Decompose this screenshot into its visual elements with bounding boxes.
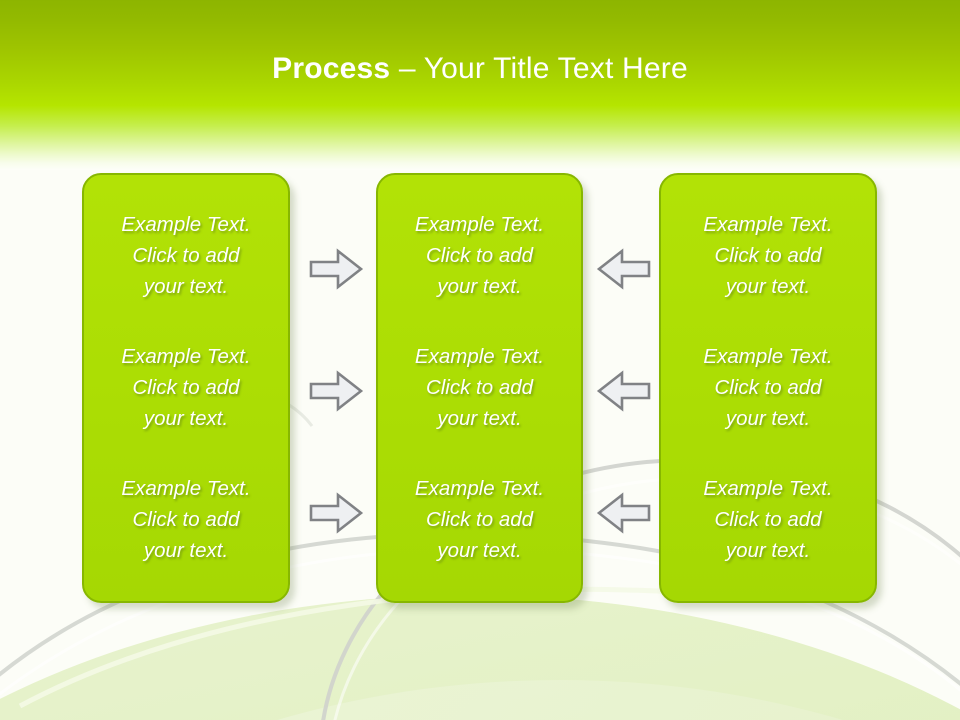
arrow-right-icon[interactable] (308, 490, 364, 536)
process-column-left[interactable]: Example Text. Click to add your text. Ex… (82, 173, 290, 603)
arrow-left-icon[interactable] (596, 246, 652, 292)
text-placeholder[interactable]: Example Text. Click to add your text. (414, 344, 545, 430)
header-band (0, 0, 960, 170)
arrow-left-icon[interactable] (596, 368, 652, 414)
arrow-left-icon[interactable] (596, 490, 652, 536)
process-column-right[interactable]: Example Text. Click to add your text. Ex… (659, 173, 877, 603)
text-placeholder[interactable]: Example Text. Click to add your text. (703, 212, 833, 298)
text-placeholder[interactable]: Example Text. Click to add your text. (121, 212, 251, 298)
text-placeholder[interactable]: Example Text. Click to add your text. (121, 344, 251, 430)
process-column-middle[interactable]: Example Text. Click to add your text. Ex… (376, 173, 583, 603)
page-title-bold: Process (272, 52, 391, 85)
text-placeholder[interactable]: Example Text. Click to add your text. (414, 212, 545, 298)
text-placeholder[interactable]: Example Text. Click to add your text. (703, 476, 833, 562)
text-placeholder[interactable]: Example Text. Click to add your text. (703, 344, 833, 430)
text-placeholder[interactable]: Example Text. Click to add your text. (414, 476, 545, 562)
text-placeholder[interactable]: Example Text. Click to add your text. (121, 476, 251, 562)
arrow-right-icon[interactable] (308, 246, 364, 292)
page-title-rest: – Your Title Text Here (390, 52, 688, 85)
arrow-right-icon[interactable] (308, 368, 364, 414)
page-title: Process – Your Title Text Here (0, 50, 960, 88)
